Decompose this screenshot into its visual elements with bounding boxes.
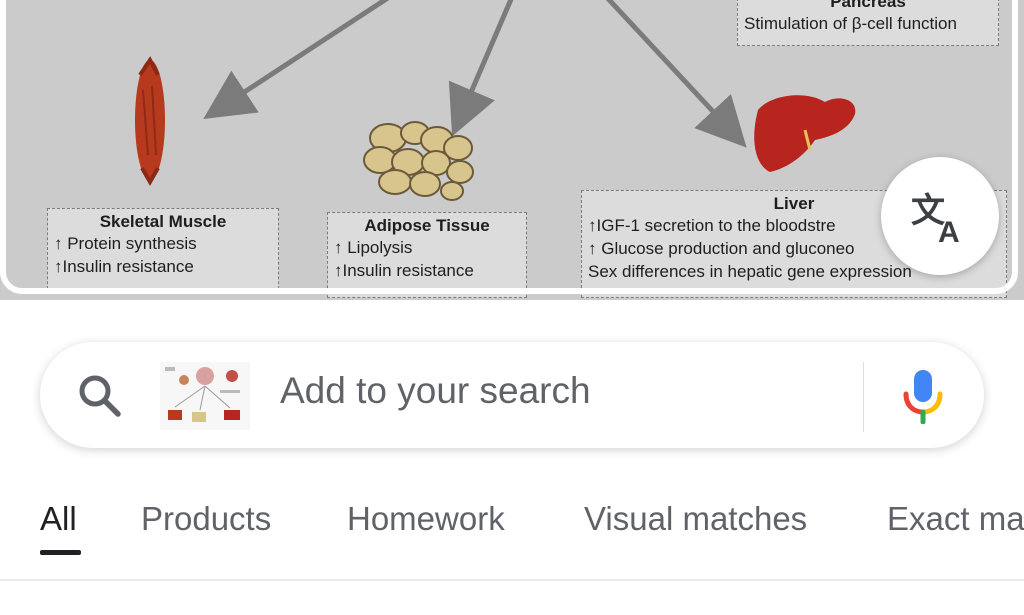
liver-title: Liver	[773, 194, 815, 213]
muscle-illustration	[135, 56, 165, 187]
tab-products[interactable]: Products	[141, 500, 272, 537]
tab-all[interactable]: All	[40, 500, 77, 537]
liver-line-1: ↑IGF-1 secretion to the bloodstre	[588, 216, 836, 235]
query-image-thumbnail[interactable]	[160, 362, 250, 430]
skeletal-muscle-line-2: ↑Insulin resistance	[54, 257, 194, 276]
image-viewer[interactable]: Pancreas Stimulation of β-cell function …	[0, 0, 1024, 300]
search-icon[interactable]	[76, 372, 122, 418]
skeletal-muscle-box: Skeletal Muscle ↑ Protein synthesis ↑Ins…	[47, 208, 279, 294]
pancreas-box: Pancreas Stimulation of β-cell function	[737, 0, 999, 46]
active-tab-indicator	[40, 550, 81, 555]
skeletal-muscle-title: Skeletal Muscle	[99, 212, 227, 231]
translate-button[interactable]: 文 A	[881, 157, 999, 275]
diagram-figure: Pancreas Stimulation of β-cell function …	[0, 0, 1024, 300]
adipose-tissue-line-2: ↑Insulin resistance	[334, 261, 474, 280]
tab-homework[interactable]: Homework	[347, 500, 505, 537]
liver-line-3: Sex differences in hepatic gene expressi…	[588, 262, 912, 281]
mic-icon[interactable]	[898, 368, 948, 424]
search-divider	[863, 362, 864, 432]
liver-illustration	[754, 95, 856, 172]
thumbnail-diagram	[160, 362, 250, 430]
svg-text:文: 文	[911, 192, 945, 230]
translate-icon: 文 A	[911, 192, 960, 248]
adipose-tissue-line-1: ↑ Lipolysis	[334, 238, 413, 257]
tab-exact-matches[interactable]: Exact ma	[887, 500, 1024, 537]
search-bar[interactable]: Add to your search	[40, 342, 984, 448]
pancreas-title: Pancreas	[830, 0, 906, 11]
adipose-tissue-box: Adipose Tissue ↑ Lipolysis ↑Insulin resi…	[327, 212, 527, 298]
svg-text:A: A	[938, 216, 960, 248]
result-tabs: All Products Homework Visual matches Exa…	[0, 478, 1024, 558]
adipose-illustration	[363, 121, 474, 201]
liver-line-2: ↑ Glucose production and gluconeo	[588, 239, 855, 258]
adipose-tissue-title: Adipose Tissue	[364, 216, 490, 235]
pancreas-line: Stimulation of β-cell function	[744, 14, 957, 33]
tab-visual-matches[interactable]: Visual matches	[584, 500, 808, 537]
search-placeholder[interactable]: Add to your search	[280, 370, 591, 411]
tabs-divider	[0, 579, 1024, 581]
skeletal-muscle-line-1: ↑ Protein synthesis	[54, 234, 197, 253]
